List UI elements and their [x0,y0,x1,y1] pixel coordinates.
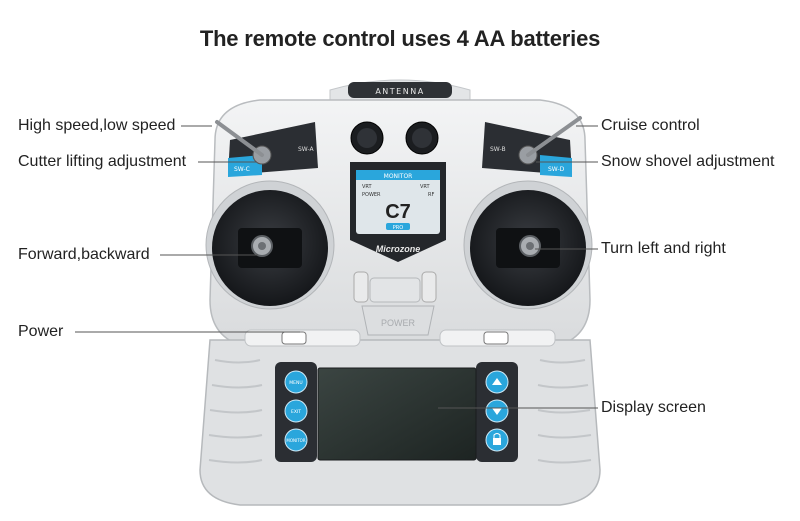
sw-a-label: SW-A [298,146,315,153]
power-small-text: POWER [362,192,381,198]
monitor-text: MONITOR [384,173,413,180]
model-text: C7 [385,201,411,223]
sw-d-label: SW-D [548,166,565,173]
right-stick [463,180,593,310]
power-button-text: POWER [381,318,416,328]
label-cruise-control: Cruise control [601,117,700,134]
switch-cruise-control [518,116,582,165]
sw-c-label: SW-C [234,166,250,173]
brand-text: Microzone [376,244,421,254]
sw-b-label: SW-B [490,146,506,153]
key-exit-text: EXIT [291,409,301,415]
label-forward-backward: Forward,backward [18,246,150,263]
antenna-plate [348,82,452,98]
vrt2-text: VRT [420,184,431,190]
vrt1-text: VRT [362,184,373,190]
page-title: The remote control uses 4 AA batteries [199,26,601,51]
rf-text: RF [428,192,434,198]
antenna-text: ANTENNA [375,87,424,96]
key-monitor-text: MONITOR [286,438,305,443]
model-sub-text: PRO [393,225,403,231]
left-stick [205,180,335,310]
label-display: Display screen [601,399,706,416]
key-menu-text: MENU [289,380,302,386]
label-turn: Turn left and right [601,240,726,257]
label-power: Power [18,323,64,340]
label-high-low-speed: High speed,low speed [18,117,176,134]
label-snow-shovel: Snow shovel adjustment [601,153,775,170]
switch-high-low-speed [215,120,272,165]
label-cutter-lifting: Cutter lifting adjustment [18,153,187,170]
